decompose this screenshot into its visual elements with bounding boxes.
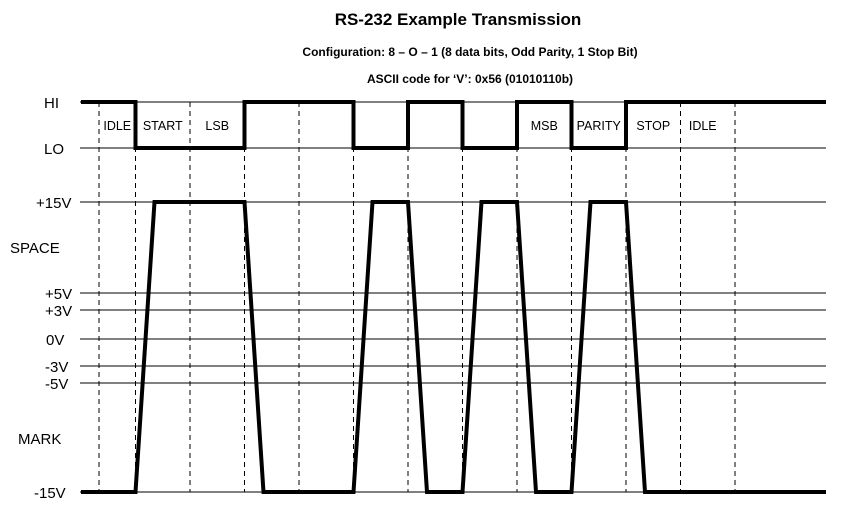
space-label: SPACE [10, 240, 60, 257]
diagram-subtitle: Configuration: 8 – O – 1 (8 data bits, O… [302, 45, 637, 59]
voltage-label-plus15: +15V [36, 195, 71, 212]
voltage-label-plus5: +5V [45, 286, 72, 303]
diagram-title: RS-232 Example Transmission [335, 10, 582, 29]
segment-label: IDLE [689, 119, 717, 133]
segment-labels: IDLE START LSB MSB PARITY STOP IDLE [103, 119, 716, 133]
voltage-label-minus3: -3V [45, 359, 68, 376]
segment-label: PARITY [577, 119, 622, 133]
logic-waveform [81, 100, 826, 150]
voltage-waveform [81, 200, 826, 494]
ascii-note: ASCII code for ‘V’: 0x56 (01010110b) [367, 72, 573, 86]
hi-label: HI [44, 95, 59, 112]
voltage-label-plus3: +3V [45, 303, 72, 320]
mark-label: MARK [18, 431, 61, 448]
voltage-label-minus5: -5V [45, 376, 68, 393]
voltage-label-zero: 0V [46, 332, 64, 349]
segment-label: START [143, 119, 183, 133]
segment-label: IDLE [103, 119, 131, 133]
voltage-label-minus15: -15V [34, 485, 66, 502]
lo-label: LO [44, 141, 64, 158]
segment-label: LSB [205, 119, 229, 133]
segment-label: STOP [636, 119, 670, 133]
bit-boundary-lines [98, 102, 736, 492]
segment-label: MSB [531, 119, 558, 133]
